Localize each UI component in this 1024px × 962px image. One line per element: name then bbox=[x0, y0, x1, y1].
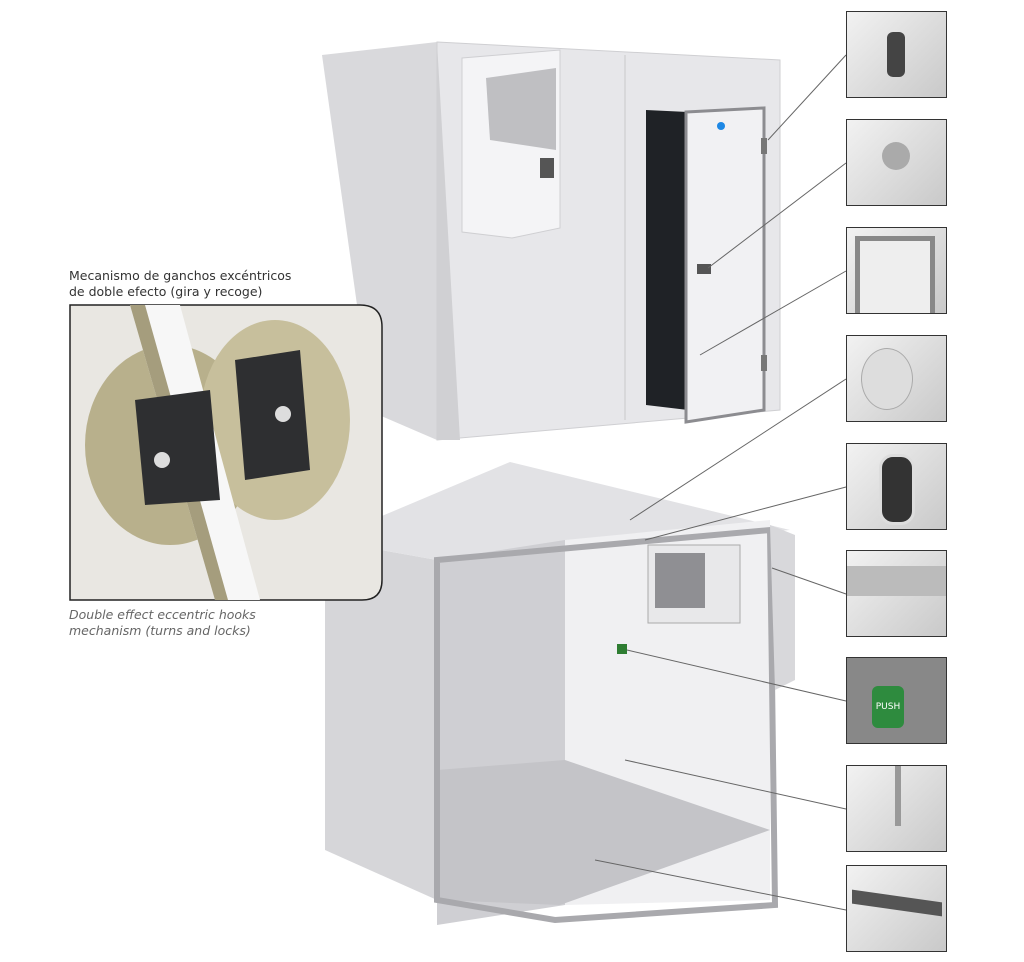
thumb-door-frame bbox=[846, 550, 947, 637]
caption-line: Double effect eccentric hooks bbox=[69, 607, 256, 622]
caption-line: Mecanismo de ganchos excéntricos bbox=[69, 268, 292, 283]
thumb-sandwich-panel bbox=[846, 865, 947, 952]
caption-spanish: Mecanismo de ganchos excéntricos de dobl… bbox=[69, 268, 291, 300]
thumb-emergency-push: PUSH bbox=[846, 657, 947, 744]
caption-line: de doble efecto (gira y recoge) bbox=[69, 284, 263, 299]
thumb-lock bbox=[846, 119, 947, 206]
thumb-lamp bbox=[846, 443, 947, 530]
condensing-unit bbox=[461, 49, 561, 239]
caption-line: mechanism (turns and locks) bbox=[69, 623, 251, 638]
thumb-handle bbox=[846, 11, 947, 98]
open-cold-room bbox=[325, 462, 795, 925]
hook-mechanism-callout bbox=[69, 304, 383, 601]
caption-english: Double effect eccentric hooks mechanism … bbox=[69, 607, 256, 639]
push-label: PUSH bbox=[872, 686, 904, 728]
closed-cold-room bbox=[322, 41, 781, 441]
thumb-pressure-valve bbox=[846, 335, 947, 422]
thumb-door-gasket bbox=[846, 227, 947, 314]
thumb-sanitary-corner bbox=[846, 765, 947, 852]
leader-lines bbox=[594, 54, 847, 911]
